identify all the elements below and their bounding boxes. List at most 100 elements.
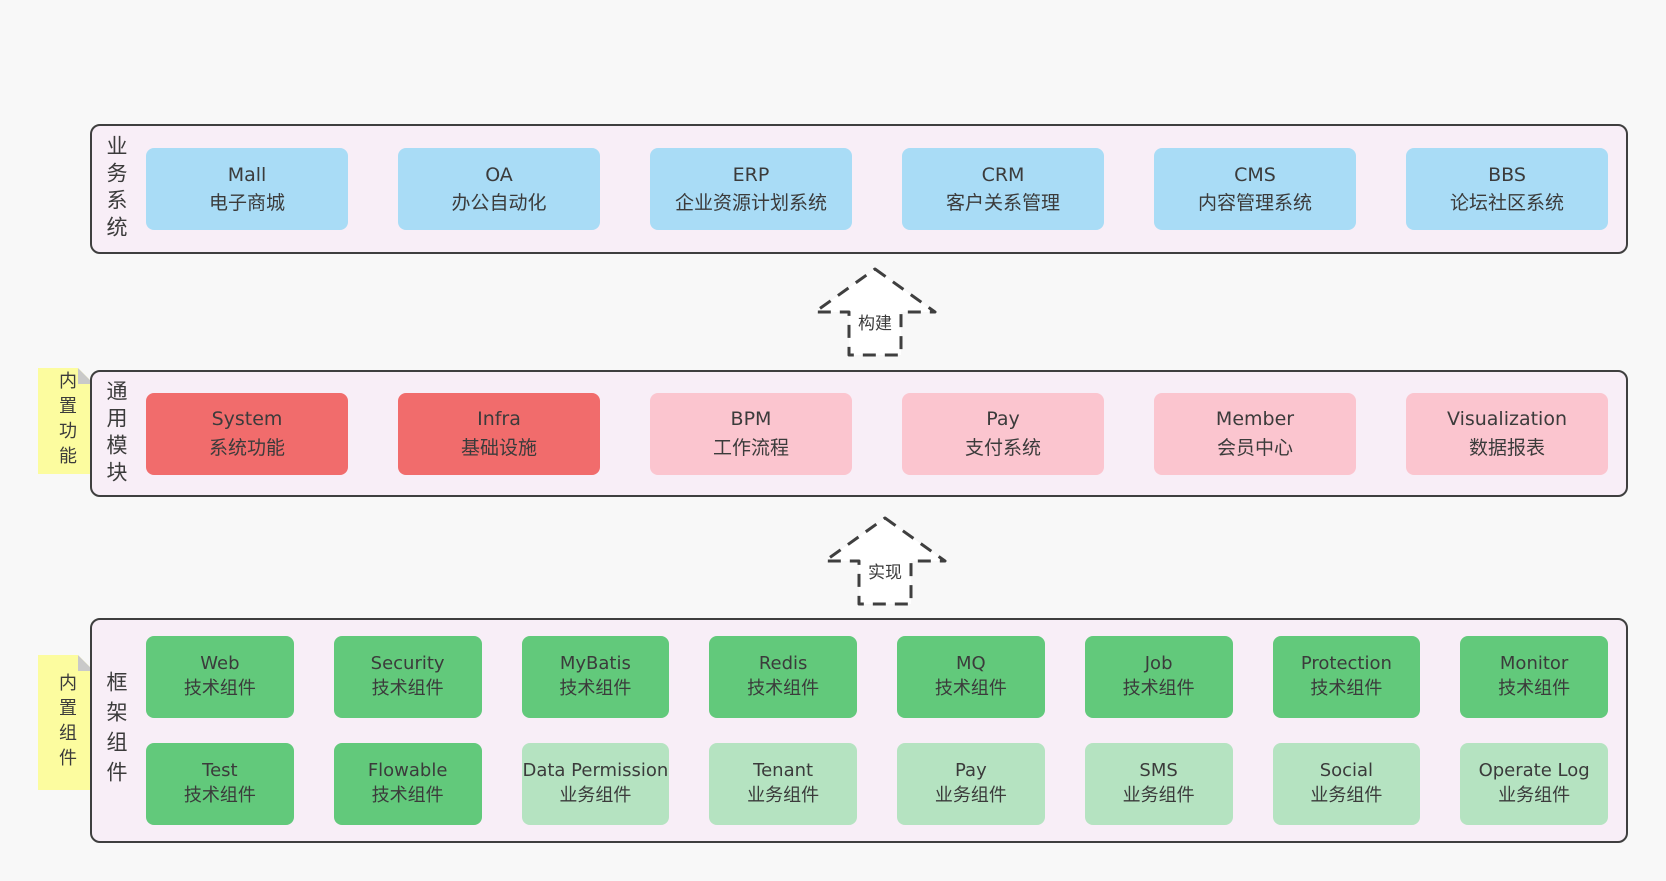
box-bbs: BBS 论坛社区系统 xyxy=(1406,148,1608,230)
box-title: Monitor xyxy=(1499,653,1569,675)
box-pay-component: Pay 业务组件 xyxy=(897,743,1045,825)
box-subtitle: 办公自动化 xyxy=(451,192,547,214)
box-subtitle: 内容管理系统 xyxy=(1197,192,1312,214)
box-bpm: BPM 工作流程 xyxy=(650,392,852,475)
box-test: Test 技术组件 xyxy=(146,743,294,825)
modules-box-row: System 系统功能 Infra 基础设施 BPM 工作流程 Pay 支付系统… xyxy=(140,392,1626,475)
box-subtitle: 企业资源计划系统 xyxy=(674,192,827,214)
box-subtitle: 技术组件 xyxy=(371,785,444,806)
box-title: System xyxy=(211,408,283,430)
box-social: Social 业务组件 xyxy=(1272,743,1421,825)
box-subtitle: 支付系统 xyxy=(964,436,1041,459)
box-erp: ERP 企业资源计划系统 xyxy=(650,148,852,230)
box-subtitle: 技术组件 xyxy=(1122,678,1195,699)
box-flowable: Flowable 技术组件 xyxy=(333,743,482,825)
build-arrow-label: 构建 xyxy=(856,309,894,335)
box-system: System 系统功能 xyxy=(146,392,348,475)
box-title: CMS xyxy=(1234,163,1276,186)
box-protection: Protection 技术组件 xyxy=(1272,636,1421,718)
box-title: Pay xyxy=(986,408,1020,430)
box-subtitle: 技术组件 xyxy=(1310,678,1383,699)
box-title: Redis xyxy=(758,653,808,675)
framework-box-rows: Web 技术组件 Security 技术组件 MyBatis 技术组件 Redi… xyxy=(140,636,1626,825)
framework-row-2: Test 技术组件 Flowable 技术组件 Data Permission … xyxy=(146,743,1608,825)
box-title: MQ xyxy=(956,653,986,675)
box-title: Job xyxy=(1144,653,1173,675)
box-title: Member xyxy=(1215,408,1295,430)
box-subtitle: 工作流程 xyxy=(712,436,789,459)
box-title: Security xyxy=(370,653,445,675)
box-title: ERP xyxy=(732,163,770,186)
box-security: Security 技术组件 xyxy=(333,636,482,718)
common-modules-layer: 通用模块 System 系统功能 Infra 基础设施 BPM 工作流程 Pay… xyxy=(90,370,1628,497)
box-job: Job 技术组件 xyxy=(1084,636,1233,718)
business-layer-label: 业务系统 xyxy=(104,135,128,243)
implement-arrow-label: 实现 xyxy=(866,558,904,584)
business-systems-layer: 业务系统 Mall 电子商城 OA 办公自动化 ERP 企业资源计划系统 CRM… xyxy=(90,124,1628,254)
box-title: Protection xyxy=(1300,653,1392,675)
sticky-note-label: 内置功能 xyxy=(56,371,77,471)
box-mq: MQ 技术组件 xyxy=(897,636,1045,718)
box-title: Infra xyxy=(477,408,521,430)
framework-components-layer: 框架组件 Web 技术组件 Security 技术组件 MyBatis 技术组件… xyxy=(90,618,1628,843)
box-cms: CMS 内容管理系统 xyxy=(1154,148,1356,230)
box-title: Operate Log xyxy=(1478,760,1590,782)
box-title: Pay xyxy=(955,760,987,782)
box-subtitle: 技术组件 xyxy=(1498,678,1571,699)
box-subtitle: 客户关系管理 xyxy=(945,192,1060,214)
sticky-note-built-in-components: 内置组件 xyxy=(38,655,94,790)
box-subtitle: 业务组件 xyxy=(1122,785,1195,806)
box-title: BBS xyxy=(1488,163,1526,186)
box-subtitle: 技术组件 xyxy=(183,678,256,699)
box-data-permission: Data Permission 业务组件 xyxy=(521,743,670,825)
box-subtitle: 技术组件 xyxy=(183,785,256,806)
box-subtitle: 系统功能 xyxy=(208,436,285,459)
box-subtitle: 电子商城 xyxy=(208,192,285,214)
sticky-note-label: 内置组件 xyxy=(56,672,77,773)
box-subtitle: 技术组件 xyxy=(934,678,1007,699)
box-sms: SMS 业务组件 xyxy=(1084,743,1233,825)
box-pay-module: Pay 支付系统 xyxy=(902,392,1104,475)
box-mybatis: MyBatis 技术组件 xyxy=(521,636,670,718)
box-subtitle: 技术组件 xyxy=(747,678,820,699)
box-subtitle: 技术组件 xyxy=(371,678,444,699)
box-title: BPM xyxy=(730,408,772,430)
box-member: Member 会员中心 xyxy=(1154,392,1356,475)
box-title: Visualization xyxy=(1446,408,1567,430)
modules-layer-label: 通用模块 xyxy=(104,379,128,488)
box-visualization: Visualization 数据报表 xyxy=(1406,392,1608,475)
implement-arrow: 实现 xyxy=(822,514,948,608)
box-tenant: Tenant 业务组件 xyxy=(709,743,857,825)
box-title: MyBatis xyxy=(559,653,631,675)
box-title: CRM xyxy=(981,163,1025,186)
box-monitor: Monitor 技术组件 xyxy=(1460,636,1608,718)
box-subtitle: 业务组件 xyxy=(934,785,1007,806)
box-title: Mall xyxy=(227,163,267,186)
box-oa: OA 办公自动化 xyxy=(398,148,600,230)
box-subtitle: 基础设施 xyxy=(460,436,537,459)
box-subtitle: 数据报表 xyxy=(1468,436,1545,459)
box-title: Test xyxy=(202,760,238,782)
box-mall: Mall 电子商城 xyxy=(146,148,348,230)
box-crm: CRM 客户关系管理 xyxy=(902,148,1104,230)
box-subtitle: 业务组件 xyxy=(1310,785,1383,806)
box-title: Web xyxy=(200,653,240,675)
box-subtitle: 技术组件 xyxy=(559,678,632,699)
framework-row-1: Web 技术组件 Security 技术组件 MyBatis 技术组件 Redi… xyxy=(146,636,1608,718)
box-subtitle: 业务组件 xyxy=(1498,785,1571,806)
box-subtitle: 会员中心 xyxy=(1216,436,1293,459)
box-subtitle: 业务组件 xyxy=(747,785,820,806)
box-web: Web 技术组件 xyxy=(146,636,294,718)
box-infra: Infra 基础设施 xyxy=(398,392,600,475)
build-arrow: 构建 xyxy=(812,266,938,358)
box-subtitle: 业务组件 xyxy=(559,785,632,806)
box-title: Data Permission xyxy=(522,760,669,782)
box-operate-log: Operate Log 业务组件 xyxy=(1460,743,1608,825)
business-box-row: Mall 电子商城 OA 办公自动化 ERP 企业资源计划系统 CRM 客户关系… xyxy=(140,148,1626,230)
sticky-note-built-in-features: 内置功能 xyxy=(38,368,94,474)
box-subtitle: 论坛社区系统 xyxy=(1449,192,1564,214)
framework-layer-label: 框架组件 xyxy=(104,670,128,791)
box-title: Social xyxy=(1319,760,1374,782)
box-title: OA xyxy=(485,163,513,186)
